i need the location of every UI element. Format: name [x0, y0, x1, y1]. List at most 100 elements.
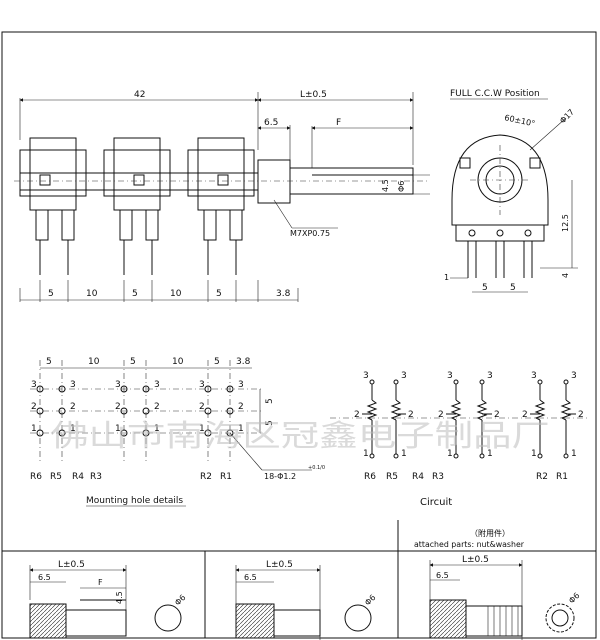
resistor-r4: [446, 379, 462, 459]
dim-pin: 4: [561, 273, 570, 278]
p1-dim-length: L±0.5: [58, 560, 85, 570]
mount-row-1-f: 1: [238, 424, 244, 434]
circ-pin2-e: 2: [522, 410, 528, 420]
circ-label-r2: R2: [536, 472, 548, 482]
circ-pin2-b: 2: [408, 410, 414, 420]
dim-bottom-6: 3.8: [276, 289, 291, 299]
circuit-diagram: 3 3 3 3 3 3 2 2 2 2 2 2 1 1 1 1 1 1 R6 R…: [330, 371, 590, 508]
circ-pin2-a: 2: [354, 410, 360, 420]
p2-dim-start: 6.5: [244, 573, 257, 582]
circuit-caption: Circuit: [420, 497, 452, 508]
dim-shaft-length: L±0.5: [300, 90, 327, 100]
thread-spec: M7XP0.75: [290, 229, 330, 238]
housing-3: [187, 137, 255, 275]
mount-label-r6: R6: [30, 472, 42, 482]
p1-thread: [29, 603, 67, 639]
mounting-hole-details: 5 10 5 10 5 3.8 3 3 3 3 3 3 2 2 2: [30, 357, 325, 507]
dim-bottom-3: 5: [132, 289, 138, 299]
side-view-title: FULL C.C.W Position: [450, 89, 540, 99]
mount-row-1-c: 1: [115, 424, 121, 434]
housing-1: [19, 137, 87, 275]
shaft-panel-round: L±0.5 6.5 Φ6: [235, 560, 377, 640]
dim-flat-start: 6.5: [264, 118, 278, 128]
circ-label-r6: R6: [364, 472, 376, 482]
mount-holes: [36, 385, 234, 437]
bushing: [257, 159, 291, 204]
p1-diameter: Φ6: [173, 593, 187, 607]
shaft-panel-knurled: （附用件） attached parts: nut&washer L±0.5 6…: [414, 528, 581, 640]
mount-label-r1: R1: [220, 472, 232, 482]
dim-overall: 42: [134, 90, 145, 100]
mount-side-dim-1: 5: [265, 398, 275, 404]
resistor-r5: [390, 379, 406, 459]
side-view: FULL C.C.W Position 60±10° Φ17 12.5 4 1 …: [444, 89, 578, 293]
mount-dim-6: 3.8: [236, 357, 251, 367]
resistor-r2: [530, 379, 546, 459]
resistor-r3: [476, 379, 492, 459]
drawing-frame: [1, 31, 597, 639]
pin-spacing-1: 5: [482, 283, 488, 293]
p3-thread: [429, 599, 467, 639]
circ-pin3-c: 3: [447, 371, 453, 381]
circ-pin1-a: 1: [363, 449, 369, 459]
mount-row-3-f: 3: [238, 380, 244, 390]
p1-end-view: [154, 604, 182, 632]
mount-dim-3: 5: [130, 357, 136, 367]
mount-row-2-b: 2: [70, 402, 76, 412]
mount-row-2-d: 2: [154, 402, 160, 412]
circ-pin3-a: 3: [363, 371, 369, 381]
circ-label-r5: R5: [386, 472, 398, 482]
mounting-caption: Mounting hole details: [86, 496, 183, 506]
circ-pin1-f: 1: [571, 449, 577, 459]
dim-bottom-4: 10: [170, 289, 182, 299]
p1-dim-flat: F: [98, 578, 103, 587]
dim-bottom-2: 10: [86, 289, 98, 299]
mount-row-3-c: 3: [115, 380, 121, 390]
mount-row-1-b: 1: [70, 424, 76, 434]
mount-dim-5: 5: [214, 357, 220, 367]
mount-row-3-a: 3: [31, 380, 37, 390]
dim-shaft-diameter: Φ6: [397, 181, 406, 192]
housing-outline: [451, 134, 549, 226]
angle-label: 60±10°: [504, 113, 536, 128]
hole-spec: 18-Φ1.2: [264, 472, 296, 481]
p1-dim-start: 6.5: [38, 573, 51, 582]
p3-dim-start: 6.5: [436, 571, 449, 580]
mount-label-r3: R3: [90, 472, 102, 482]
mount-row-1-d: 1: [154, 424, 160, 434]
circ-pin2-f: 2: [578, 410, 584, 420]
shaft-panel-flatted: L±0.5 6.5 F 4.5 Φ6: [29, 560, 187, 639]
watermark-text: 佛山市南海区冠鑫电子制品厂: [50, 419, 550, 454]
circ-pin1-c: 1: [447, 449, 453, 459]
resistor-r1: [560, 379, 576, 459]
mount-row-3-d: 3: [154, 380, 160, 390]
dim-flat-length: F: [336, 118, 341, 128]
circ-pin2-c: 2: [438, 410, 444, 420]
mount-row-1-a: 1: [31, 424, 37, 434]
p3-end-view: [545, 603, 575, 633]
p2-thread: [235, 603, 275, 639]
circ-label-r1: R1: [556, 472, 568, 482]
dim-flat-height: 4.5: [381, 179, 390, 192]
circ-pin1-e: 1: [531, 449, 537, 459]
hole-tolerance: +0.1/0: [308, 465, 325, 471]
p3-dim-length: L±0.5: [462, 555, 489, 565]
resistor-r6: [362, 379, 378, 459]
circ-pin1-d: 1: [487, 449, 493, 459]
mount-label-r2: R2: [200, 472, 212, 482]
pin-spacing-2: 5: [510, 283, 516, 293]
circ-label-r4: R4: [412, 472, 424, 482]
mount-side-dim-2: 5: [265, 420, 275, 426]
circ-pin2-d: 2: [494, 410, 500, 420]
mount-dim-2: 10: [88, 357, 100, 367]
mount-row-1-e: 1: [199, 424, 205, 434]
mount-row-3-e: 3: [199, 380, 205, 390]
mount-row-2-c: 2: [115, 402, 121, 412]
mount-row-3-b: 3: [70, 380, 76, 390]
circ-pin3-d: 3: [487, 371, 493, 381]
mount-row-2-f: 2: [238, 402, 244, 412]
p2-end-view: [344, 604, 372, 632]
p2-diameter: Φ6: [363, 593, 377, 607]
dim-bottom-5: 5: [216, 289, 222, 299]
